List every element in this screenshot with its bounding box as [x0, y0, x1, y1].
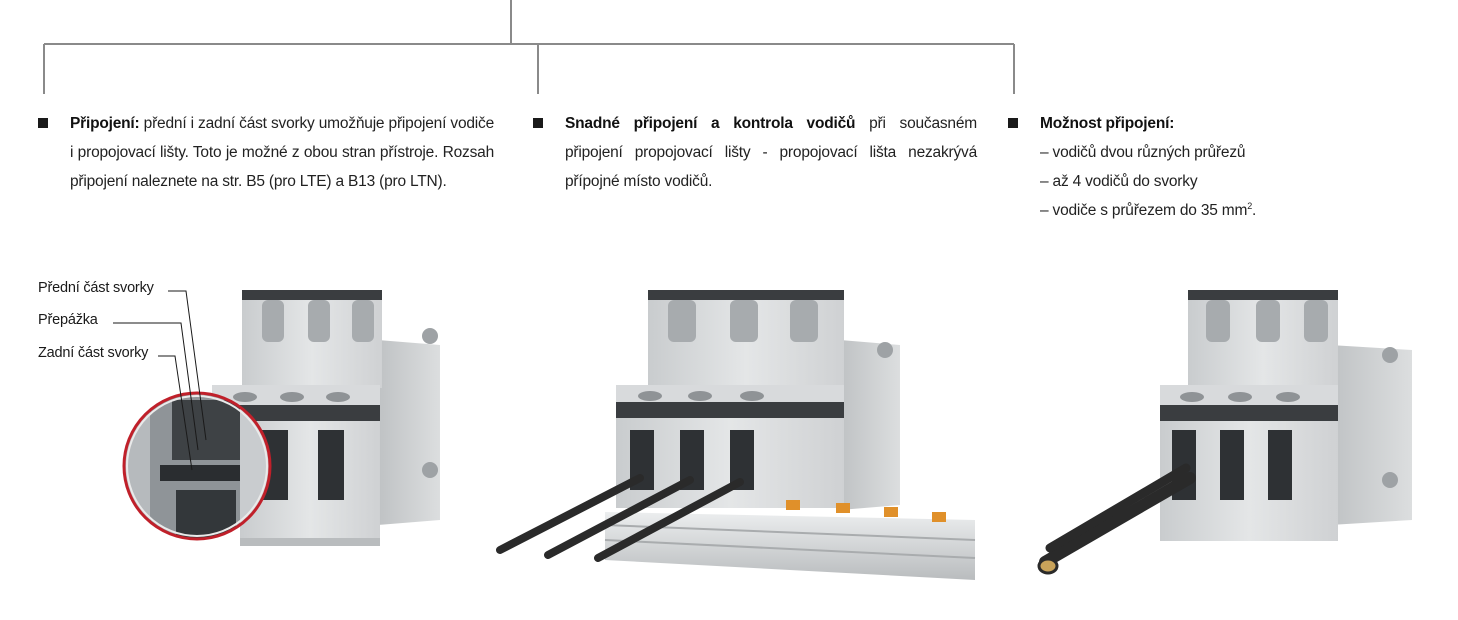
feature-title: Možnost připojení:	[1040, 115, 1175, 132]
option-item: – až 4 vodičů do svorky	[1040, 173, 1198, 190]
hierarchy-connector	[43, 0, 1015, 94]
busbar	[604, 500, 976, 580]
option-item: – vodičů dvou různých průřezů	[1040, 144, 1246, 161]
feature-text: při současném připojení propojovací lišt…	[565, 115, 977, 190]
bullet-square	[38, 118, 48, 128]
feature-connection: Připojení: přední i zadní část svorky um…	[38, 109, 494, 196]
wires-right	[1037, 463, 1196, 575]
bullet-square	[533, 118, 543, 128]
feature-title: Snadné připojení a kontrola vodičů	[565, 115, 856, 132]
breaker-device-right	[1160, 290, 1412, 541]
label-partition: Přepážka	[38, 312, 98, 328]
feature-text: přední i zadní část svorky umožňuje přip…	[70, 115, 494, 190]
callout-leaders	[113, 290, 207, 471]
feature-connection-options: Možnost připojení: – vodičů dvou různých…	[1008, 109, 1400, 225]
bullet-square	[1008, 118, 1018, 128]
wires-middle	[496, 474, 744, 562]
option-item: – vodiče s průřezem do 35 mm2.	[1040, 200, 1257, 219]
label-rear-terminal: Zadní část svorky	[38, 345, 149, 361]
breaker-device-middle	[616, 290, 900, 510]
feature-title: Připojení:	[70, 115, 140, 132]
label-front-terminal: Přední část svorky	[38, 280, 154, 296]
feature-easy-connection: Snadné připojení a kontrola vodičů při s…	[533, 109, 977, 196]
